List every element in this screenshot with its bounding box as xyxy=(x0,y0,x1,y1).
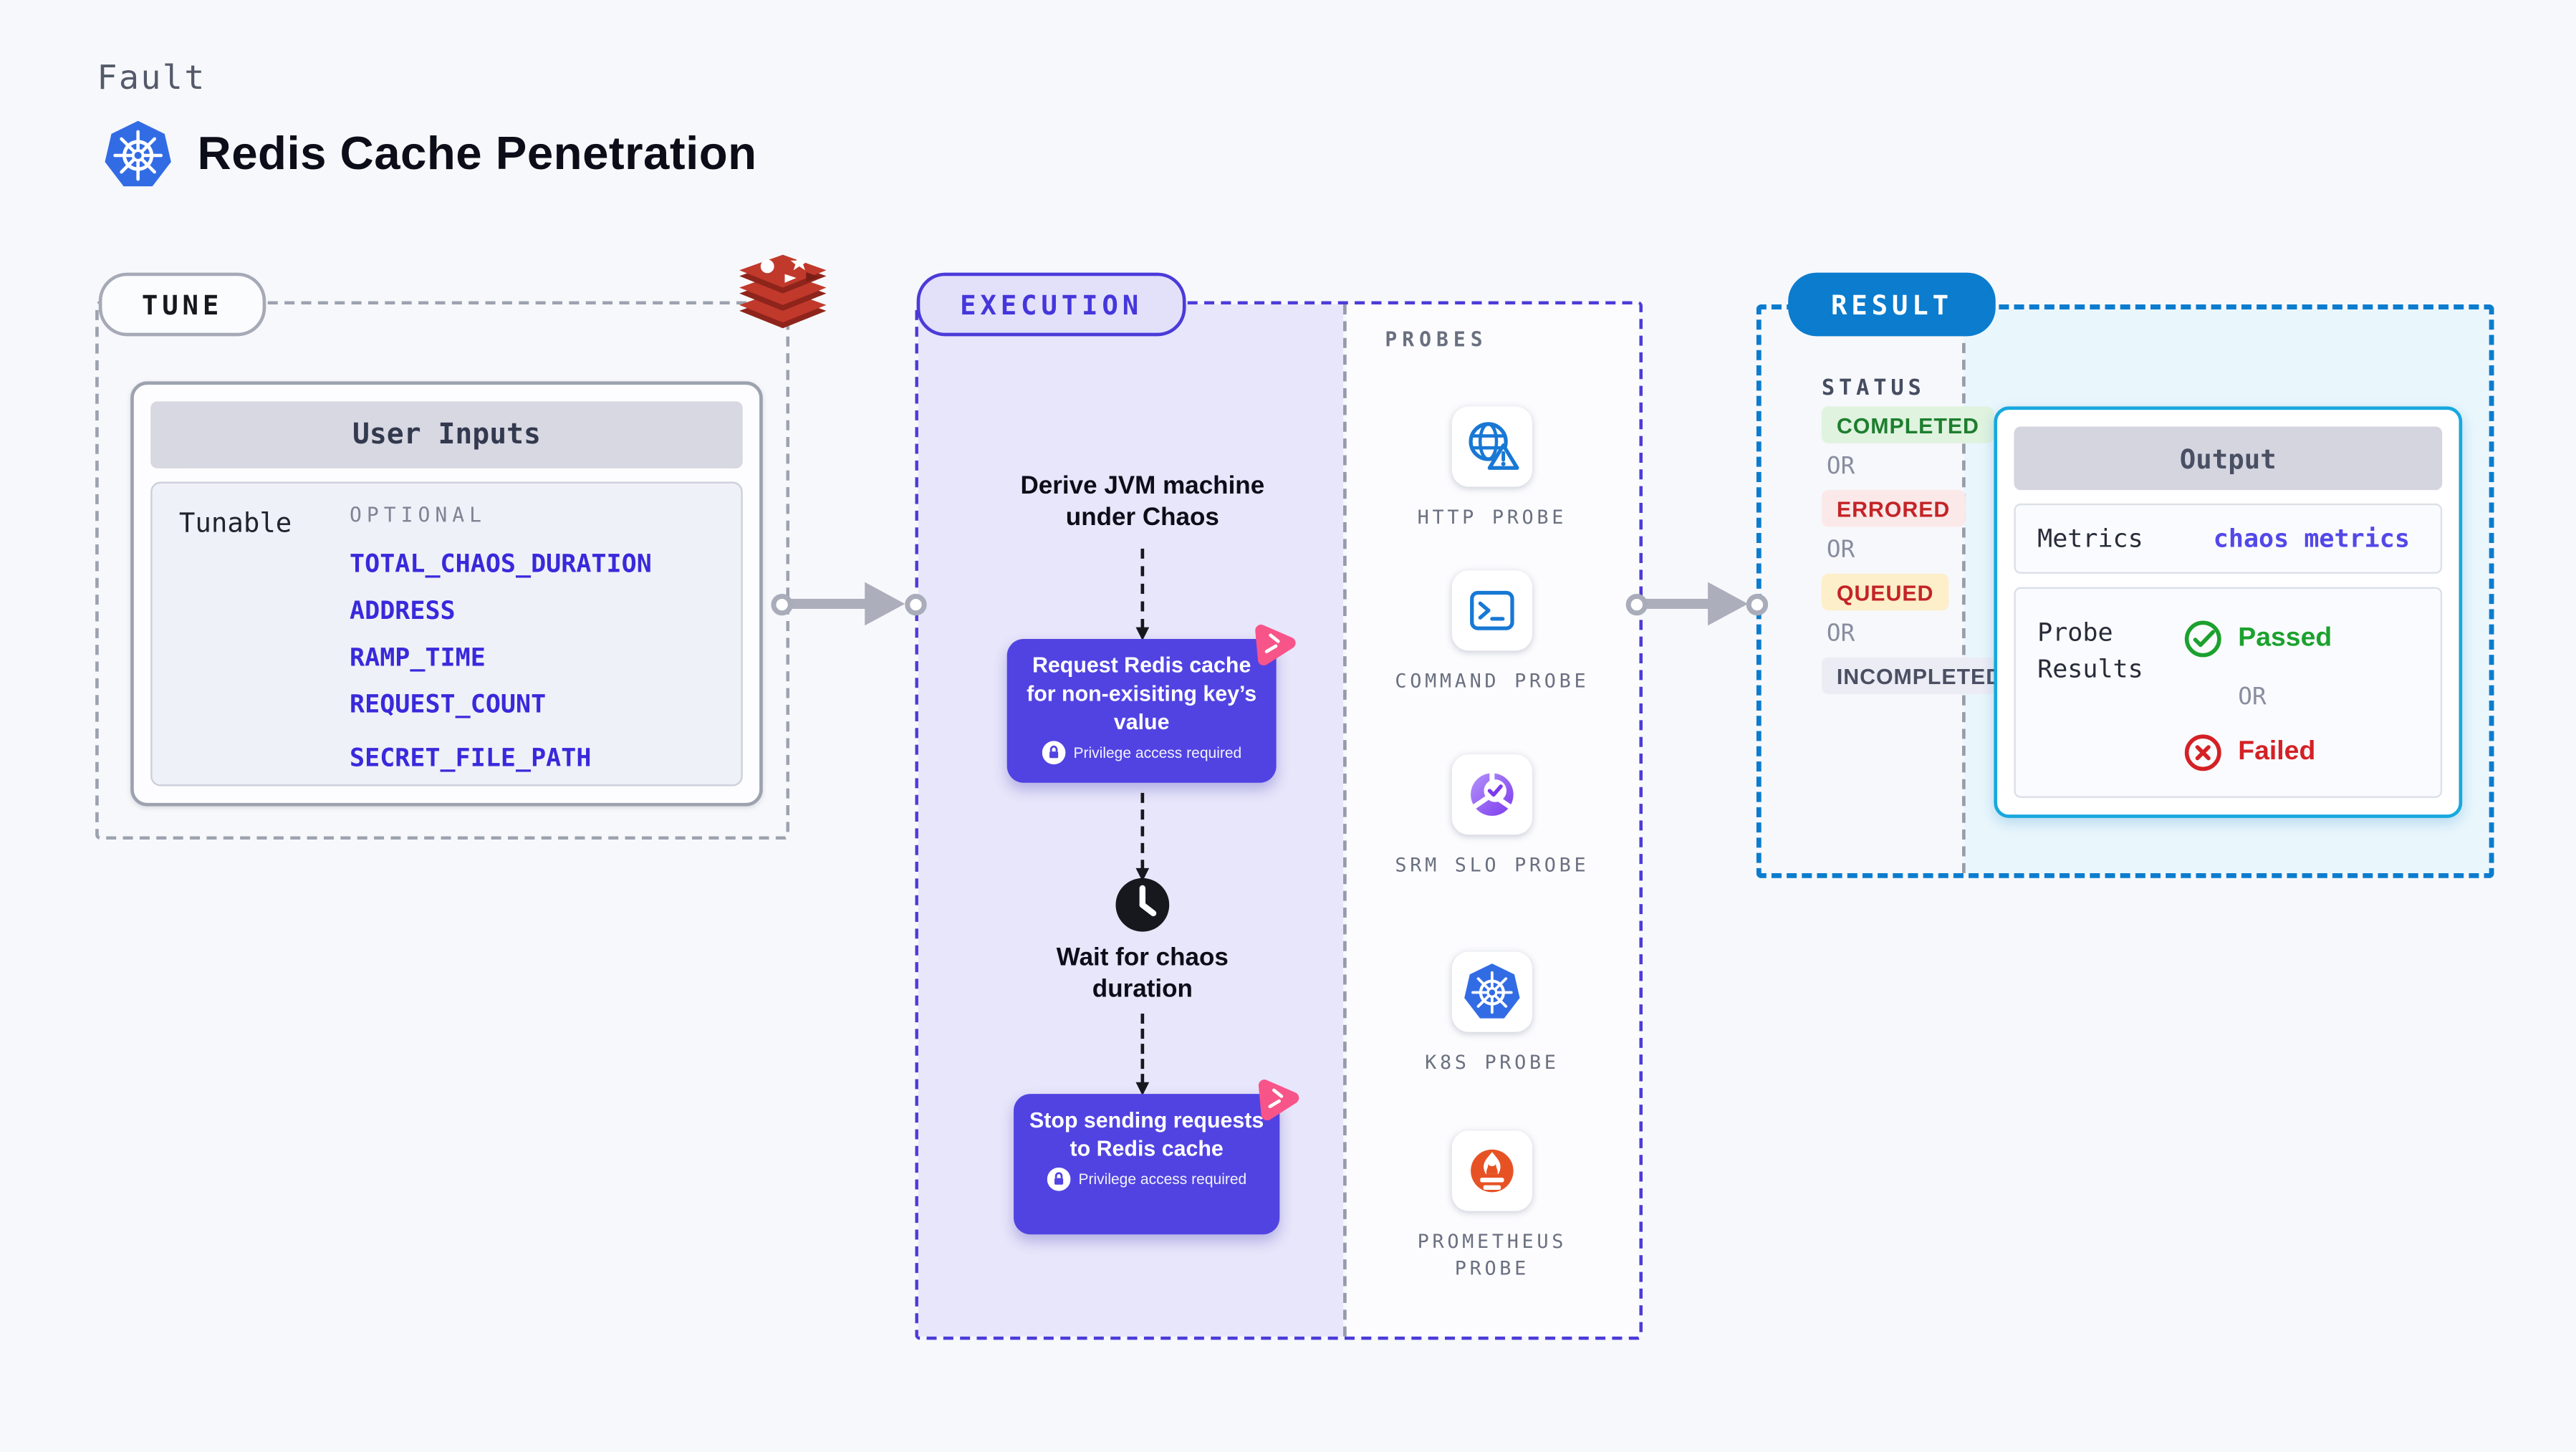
probe-results-label: Probe Results xyxy=(2037,617,2143,684)
clock-icon xyxy=(1115,878,1170,932)
failed-label: Failed xyxy=(2238,737,2316,766)
result-section: STATUS COMPLETED OR ERRORED OR QUEUED OR… xyxy=(1756,304,2494,878)
status-list: COMPLETED OR ERRORED OR QUEUED OR INCOMP… xyxy=(1821,406,2018,695)
probe-label-srm-slo: SRM SLO PROBE xyxy=(1395,852,1590,877)
node-request-redis: Request Redis cache for non-exisiting ke… xyxy=(1006,639,1277,783)
probe-label-k8s: K8S PROBE xyxy=(1425,1050,1559,1074)
verdict-failed: Failed xyxy=(2183,733,2315,773)
status-badge-completed: COMPLETED xyxy=(1821,406,1994,443)
probe-label-http: HTTP PROBE xyxy=(1417,505,1567,529)
chaos-icon xyxy=(1248,1069,1304,1125)
x-circle-icon xyxy=(2184,734,2221,771)
probe-card-command xyxy=(1451,570,1532,651)
status-badge-incompleted: INCOMPLETED xyxy=(1821,657,2018,695)
k8s-probe-icon xyxy=(1462,962,1522,1022)
node-stop-requests-text: Stop sending requests to Redis cache xyxy=(1029,1107,1264,1161)
arrow-tune-to-execution xyxy=(771,580,927,627)
arrow-execution-to-result xyxy=(1625,580,1769,627)
probe-label-prometheus: PROMETHEUS PROBE xyxy=(1417,1229,1567,1280)
redis-icon xyxy=(739,254,827,329)
node-stop-requests: Stop sending requests to Redis cache Pri… xyxy=(1014,1094,1279,1235)
user-inputs-title: User Inputs xyxy=(150,401,743,468)
probe-card-prometheus xyxy=(1451,1130,1532,1211)
metrics-label: Metrics xyxy=(2037,523,2143,554)
check-circle-icon xyxy=(2184,620,2221,658)
passed-label: Passed xyxy=(2238,623,2332,653)
page-title: Redis Cache Penetration xyxy=(197,127,757,179)
command-probe-icon xyxy=(1470,590,1514,630)
or-label: OR xyxy=(1826,537,1855,564)
metrics-row: Metrics chaos metrics xyxy=(2014,503,2443,574)
execution-section: Derive JVM machine under Chaos Request R… xyxy=(915,301,1643,1340)
chaos-icon xyxy=(1244,614,1301,670)
srm-slo-probe-icon xyxy=(1470,770,1514,816)
privilege-note: Privilege access required xyxy=(1078,1171,1247,1188)
output-title: Output xyxy=(2014,426,2443,491)
fault-kicker: Fault xyxy=(97,57,206,97)
lock-icon xyxy=(1047,1168,1070,1192)
verdict-passed: Passed xyxy=(2183,619,2332,659)
execution-probes-divider xyxy=(1343,304,1347,1337)
output-card: Output Metrics chaos metrics Probe Resul… xyxy=(1994,406,2463,818)
tune-section xyxy=(95,301,790,840)
tunable-panel: Tunable OPTIONAL TOTAL_CHAOS_DURATION AD… xyxy=(150,481,743,787)
status-badge-errored: ERRORED xyxy=(1821,490,1966,527)
node-request-redis-text: Request Redis cache for non-exisiting ke… xyxy=(1027,652,1257,735)
probe-card-k8s xyxy=(1451,951,1532,1032)
input-total-chaos-duration[interactable]: TOTAL_CHAOS_DURATION xyxy=(350,548,652,579)
input-address[interactable]: ADDRESS xyxy=(350,595,456,626)
or-label: OR xyxy=(2238,684,2267,711)
result-pill: RESULT xyxy=(1788,272,1996,337)
lock-icon xyxy=(1042,741,1065,766)
status-heading: STATUS xyxy=(1821,376,1926,402)
or-label: OR xyxy=(1826,620,1855,648)
http-probe-icon xyxy=(1469,422,1519,470)
connector-1 xyxy=(1135,548,1150,641)
step-wait-duration: Wait for chaos duration xyxy=(1056,943,1229,1004)
probe-label-command: COMMAND PROBE xyxy=(1395,669,1590,693)
tunable-label: Tunable xyxy=(178,506,292,539)
tune-pill: TUNE xyxy=(98,272,266,337)
probe-card-srm-slo xyxy=(1451,754,1532,835)
metrics-value-link[interactable]: chaos metrics xyxy=(2213,523,2410,554)
probes-label: PROBES xyxy=(1385,327,1488,352)
input-ramp-time[interactable]: RAMP_TIME xyxy=(350,642,486,673)
step-derive-jvm: Derive JVM machine under Chaos xyxy=(1020,471,1265,532)
kubernetes-icon xyxy=(102,119,173,191)
privilege-note: Privilege access required xyxy=(1073,745,1242,762)
probe-results-row: Probe Results Passed OR Failed xyxy=(2014,587,2443,798)
status-badge-queued: QUEUED xyxy=(1821,573,1949,611)
execution-pill: EXECUTION xyxy=(916,272,1186,337)
connector-3 xyxy=(1135,1014,1150,1096)
user-inputs-panel: User Inputs Tunable OPTIONAL TOTAL_CHAOS… xyxy=(130,381,763,807)
optional-label: OPTIONAL xyxy=(350,503,487,527)
status-output-divider xyxy=(1962,309,1966,873)
input-request-count[interactable]: REQUEST_COUNT xyxy=(350,689,547,720)
connector-2 xyxy=(1135,792,1150,882)
probe-card-http xyxy=(1451,406,1532,487)
input-secret-file-path[interactable]: SECRET_FILE_PATH xyxy=(350,742,592,773)
prometheus-probe-icon xyxy=(1471,1149,1514,1193)
or-label: OR xyxy=(1826,453,1855,481)
